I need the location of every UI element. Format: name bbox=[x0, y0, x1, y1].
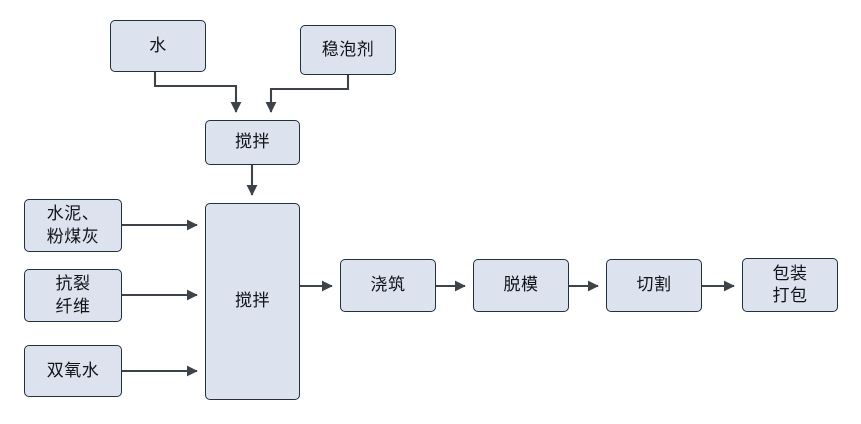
flow-edge-foam-to-mix1 bbox=[265, 75, 350, 113]
flow-edge-water-to-mix1 bbox=[153, 72, 242, 113]
flow-node-mix-2[interactable]: 搅拌 bbox=[205, 203, 300, 400]
flow-node-peroxide[interactable]: 双氧水 bbox=[24, 345, 122, 397]
flow-node-crack-fiber[interactable]: 抗裂 纤维 bbox=[24, 269, 122, 322]
flow-node-demolding[interactable]: 脱模 bbox=[473, 259, 569, 312]
flow-node-mix-1[interactable]: 搅拌 bbox=[205, 120, 300, 165]
flow-node-packaging[interactable]: 包装 打包 bbox=[742, 258, 838, 312]
flow-node-cement-ash[interactable]: 水泥、 粉煤灰 bbox=[24, 199, 122, 252]
flow-node-casting[interactable]: 浇筑 bbox=[340, 259, 436, 312]
flow-node-foam-agent[interactable]: 稳泡剂 bbox=[300, 25, 396, 75]
flow-node-cutting[interactable]: 切割 bbox=[606, 259, 702, 312]
flow-node-water[interactable]: 水 bbox=[110, 20, 206, 72]
